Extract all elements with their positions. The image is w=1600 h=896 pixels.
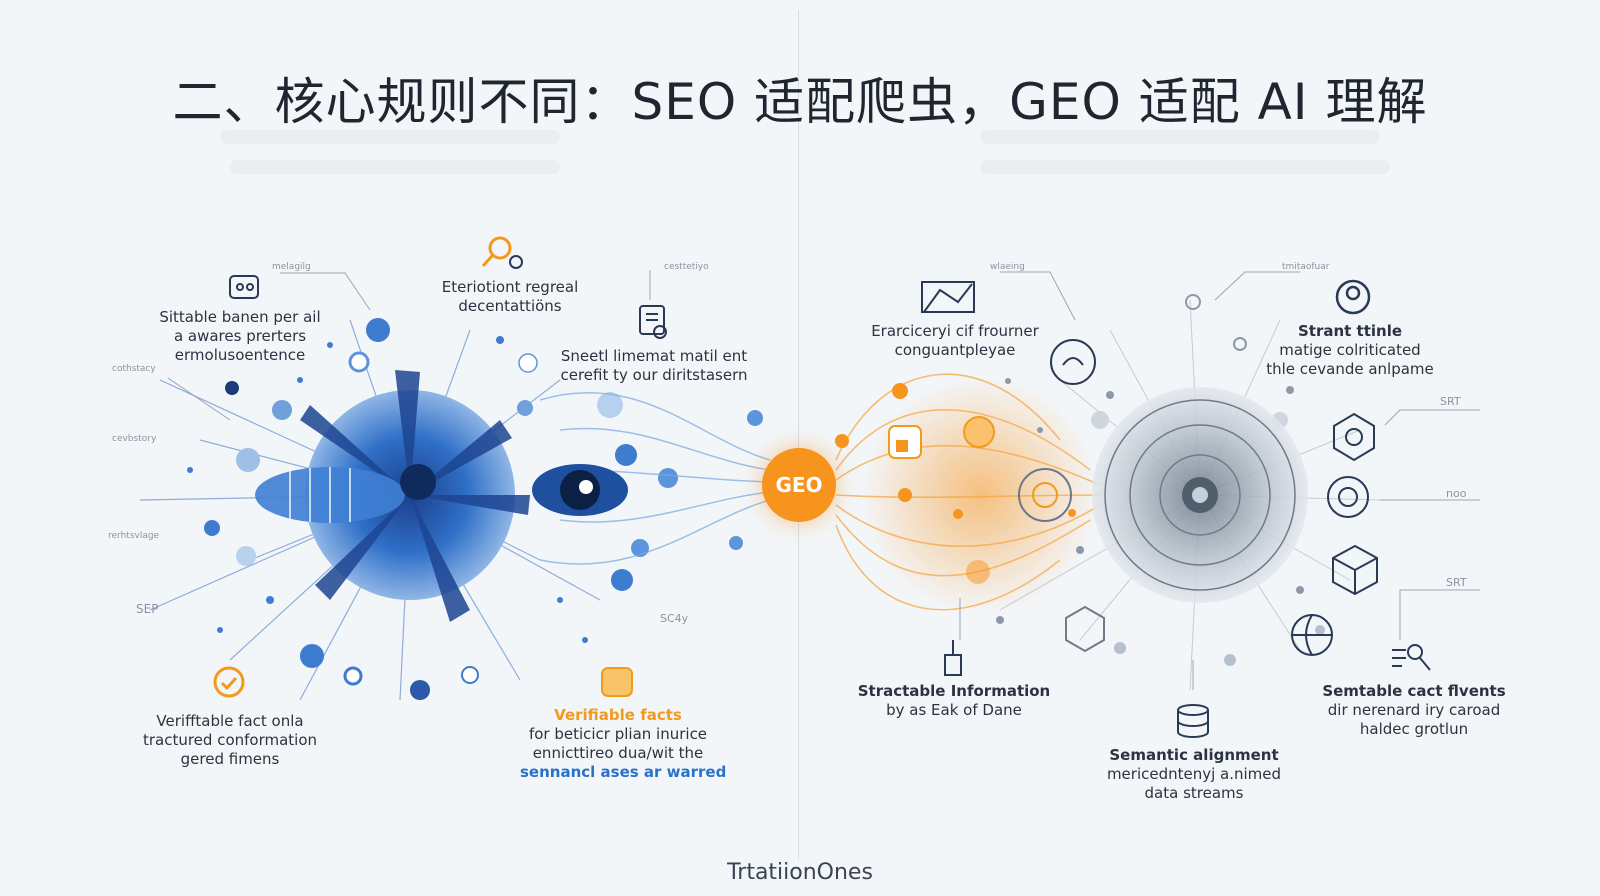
chart-image-icon [921,281,975,313]
ai-network [921,271,1480,738]
globe-icon [1291,614,1333,656]
database-icon [1177,704,1209,738]
eye-icon [532,464,628,516]
ai-label-stractable: Stractable Information by as Eak of Dane [857,682,1051,719]
gear-ring-icon [1327,476,1369,518]
tiny-tag: rerhtsvlage [108,531,160,541]
tiny-tag: SC4y [660,612,689,625]
search-gear-icon [481,236,523,269]
verified-badge-icon [213,666,245,698]
tiny-tag: cesttetiyo [664,262,709,272]
tiny-tag: melagilg [272,262,311,272]
seo-crawler-burst [139,236,771,701]
seo-label-verifiable-fact: Verifftable fact onla tractured conforma… [142,712,318,768]
blurred-subtitle-left-2 [230,160,560,174]
center-divider [798,10,799,860]
user-circle-icon [1335,279,1371,315]
geo-flow [835,373,1101,615]
blurred-subtitle-right [980,130,1380,144]
puzzle-icon [888,425,922,459]
tiny-tag: SRT [1440,395,1461,408]
cube-outline-icon [1065,605,1105,653]
hexagon-network-icon [1333,412,1375,462]
ai-label-strant: Strant ttinle matige colriticated thle c… [1266,322,1434,378]
robot-icon [229,275,259,299]
geo-hub: GEO [762,448,836,522]
blurred-subtitle-left [220,130,560,144]
target-gear-icon [1018,468,1072,522]
seo-label-verifiable-facts: Verifiable facts for beticicr plian inur… [520,706,727,781]
tiny-tag: cevbstory [112,434,157,444]
list-search-icon [1392,644,1431,671]
ai-label-erarcicery: Erarciceryi cif frourner conguantpleyae [871,322,1039,359]
brain-cloud-icon [1050,339,1096,385]
usb-connector-icon [944,640,962,676]
footer-brand: TrtatiionOnes [727,860,873,885]
document-search-icon [639,305,667,339]
page-title: 二、核心规则不同：SEO 适配爬虫，GEO 适配 AI 理解 [172,73,1428,131]
tiny-tag: SRT [1446,576,1467,589]
tiny-tag: noo [1446,487,1467,500]
blurred-subtitle-right-2 [980,160,1390,174]
box-icon [601,667,633,697]
tiny-tag: tmitaofuar [1282,262,1330,272]
seo-label-extraction: Eteriotiont regreal decentattiöns [441,278,579,315]
ai-label-semtable: Semtable cact flvents dir nerenard iry c… [1322,682,1506,738]
ai-label-semantic-alignment: Semantic alignment mericedntenyj a.nimed… [1106,746,1282,802]
seo-label-limemat: Sneetl limemat matil ent cerefit ty our … [560,347,748,384]
tiny-tag: wlaeing [990,262,1025,272]
tiny-tag: SEP [136,602,159,616]
cube-icon [1332,544,1378,596]
sun-target-icon [963,416,995,448]
tiny-tag: cothstacy [112,364,156,374]
seo-label-sittable: Sittable banen per ail a awares prerters… [159,308,321,364]
